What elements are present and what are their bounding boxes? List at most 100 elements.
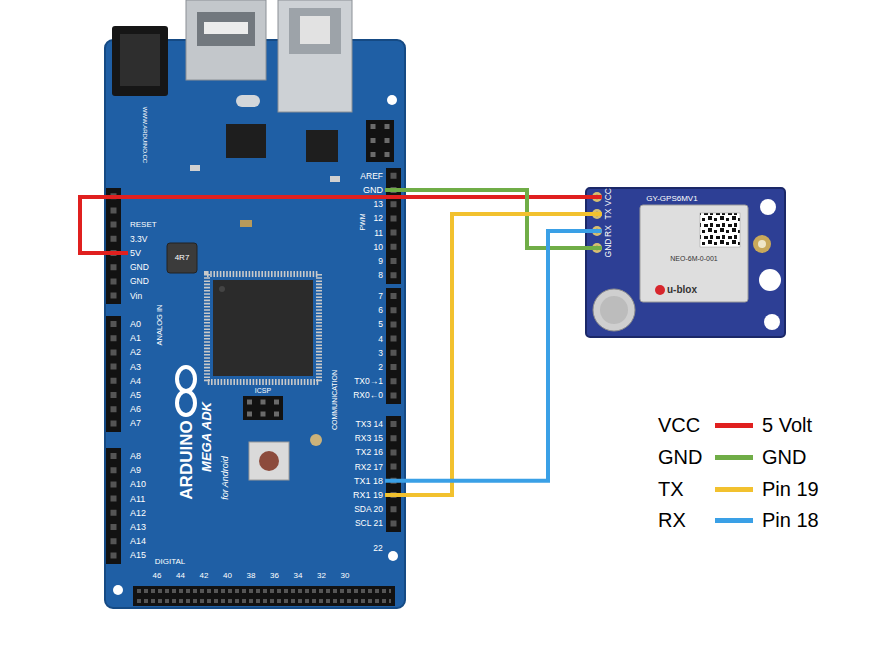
silkscreen-label: GND — [130, 263, 149, 272]
header-pin-label: TX1 18 — [354, 476, 383, 485]
silkscreen-label: 11 — [374, 228, 383, 237]
silkscreen-label: AREF — [360, 172, 383, 181]
chip-dot — [219, 286, 225, 292]
silkscreen-label: A11 — [130, 494, 145, 503]
silkscreen-label: A8 — [130, 452, 141, 461]
legend-value: Pin 19 — [762, 479, 819, 499]
smd-part — [330, 176, 340, 182]
module-pin-label: TX — [604, 209, 613, 220]
board-logo-text: ARDUINO — [178, 420, 195, 499]
silkscreen-label: 34 — [294, 572, 303, 580]
legend-entry: TX — [658, 476, 753, 502]
pin-header — [386, 168, 401, 284]
wire — [385, 190, 602, 248]
usb-b-socket — [278, 0, 352, 112]
antenna-core — [758, 240, 766, 248]
legend-value: 5 Volt — [762, 415, 812, 435]
pin-name: GND — [363, 186, 383, 195]
silkscreen-label: A3 — [130, 362, 141, 371]
legend-label: GND — [658, 447, 715, 467]
header-pins — [371, 124, 376, 158]
silkscreen-label: 42 — [200, 572, 209, 580]
silkscreen-label: A2 — [130, 348, 141, 357]
header-pins — [385, 124, 390, 158]
legend-entry: RX — [658, 507, 753, 533]
silkscreen-label: 38 — [247, 572, 256, 580]
pin-name: GND — [604, 239, 613, 258]
legend-swatch — [715, 423, 753, 428]
chip-marking: u-blox — [667, 285, 697, 295]
usb-b-tongue — [300, 16, 330, 44]
pin-name: RX1 19 — [353, 491, 383, 500]
header-pins — [111, 193, 117, 300]
legend-swatch — [715, 518, 753, 523]
power-jack — [112, 26, 168, 96]
wire — [385, 214, 602, 495]
silkscreen-label: 10 — [374, 243, 383, 252]
silkscreen-label: 32 — [317, 572, 326, 580]
pin-header — [106, 448, 121, 564]
silkscreen-label: 36 — [270, 572, 279, 580]
antenna-connector — [753, 235, 771, 253]
legend-label: RX — [658, 510, 715, 530]
silkscreen-label: RX3 15 — [355, 434, 383, 443]
pin-name: 5V — [130, 249, 141, 258]
header-pins — [137, 589, 391, 593]
silkscreen-label: WWW.ARDUINO.CC — [142, 107, 148, 163]
reset-button — [249, 442, 289, 480]
silkscreen-label: 9 — [378, 257, 383, 266]
silkscreen-label: 3 — [378, 349, 383, 358]
silkscreen-label: Vin — [130, 291, 142, 300]
icsp-header — [243, 396, 283, 420]
power-jack-face — [120, 34, 160, 86]
mounting-hole — [388, 551, 398, 561]
silkscreen-label: 8 — [378, 271, 383, 280]
silkscreen-label: 7 — [378, 292, 383, 301]
inductor — [167, 243, 197, 273]
silkscreen-label: A4 — [130, 376, 141, 385]
pin-header — [386, 416, 401, 532]
silkscreen-label: RX0←0 — [353, 391, 383, 400]
gps-board — [586, 188, 785, 337]
pin-name: RX — [604, 225, 613, 237]
usb-b-opening — [289, 8, 341, 54]
pin-name: TX — [604, 209, 613, 220]
pin-header — [133, 586, 395, 606]
silkscreen-label: DIGITAL — [155, 558, 186, 566]
header-pins — [137, 599, 391, 603]
silkscreen-label: 4 — [378, 334, 383, 343]
silkscreen-label: 46 — [153, 572, 162, 580]
smd-part — [240, 220, 252, 227]
silkscreen-label: COMMUNICATION — [331, 370, 338, 430]
mounting-hole — [760, 199, 776, 215]
silkscreen-label: 40 — [223, 572, 232, 580]
gps-module: GY-GPS6MV1VCCTXRXGND — [586, 188, 785, 337]
silkscreen-label: A5 — [130, 391, 141, 400]
icsp-header — [366, 120, 394, 162]
silkscreen-label: A0 — [130, 320, 141, 329]
silkscreen-label: A7 — [130, 419, 141, 428]
wire — [80, 197, 602, 253]
silkscreen-label: RESET — [130, 221, 157, 229]
legend-swatch — [715, 487, 753, 492]
pin-header — [106, 316, 121, 432]
mounting-hole — [113, 585, 123, 595]
module-pin-label: VCC — [604, 188, 613, 206]
silkscreen-label: A14 — [130, 537, 146, 546]
silkscreen-label: ANALOG IN — [156, 305, 164, 346]
silkscreen-label: 12 — [374, 214, 383, 223]
silkscreen-label: A10 — [130, 480, 146, 489]
legend-label: VCC — [658, 415, 715, 435]
header-pins — [247, 412, 281, 417]
gps-shield — [640, 205, 748, 302]
header-pins — [111, 321, 117, 428]
silkscreen-label: A1 — [130, 334, 141, 343]
header-pin-label: GND — [363, 186, 383, 195]
chip-marking: NEO-6M-0-001 — [670, 255, 717, 262]
silkscreen-label: TX3 14 — [356, 420, 383, 429]
usb-chip — [226, 124, 266, 158]
silkscreen-label: 4R7 — [175, 254, 190, 262]
usb-a-tongue — [204, 22, 248, 34]
reset-knob — [259, 451, 279, 471]
